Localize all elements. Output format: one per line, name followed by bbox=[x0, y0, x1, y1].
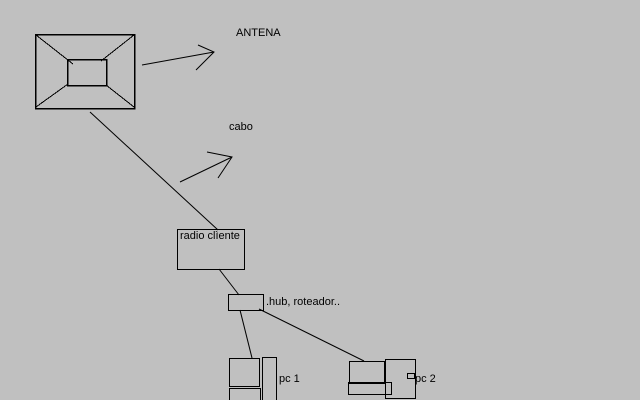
radio-client-box bbox=[177, 229, 245, 270]
pc2-label: pc 2 bbox=[415, 373, 436, 385]
hub-box bbox=[228, 294, 264, 311]
cable-arrow bbox=[179, 151, 233, 183]
hub-label: .hub, roteador.. bbox=[266, 296, 340, 308]
antenna-drawing bbox=[34, 33, 136, 110]
antenna-arrow bbox=[141, 44, 215, 71]
pc1-label: pc 1 bbox=[279, 373, 300, 385]
pc1-drawing bbox=[229, 357, 277, 400]
hub-pc1-link bbox=[239, 309, 253, 359]
radio-client-label: radio clìente bbox=[180, 230, 240, 242]
radio-hub-link bbox=[218, 268, 240, 296]
cable-line bbox=[89, 111, 219, 231]
antenna-label: ANTENA bbox=[236, 27, 281, 39]
hub-pc2-link bbox=[258, 308, 365, 362]
pc2-drawing bbox=[348, 359, 416, 399]
cable-label: cabo bbox=[229, 121, 253, 133]
